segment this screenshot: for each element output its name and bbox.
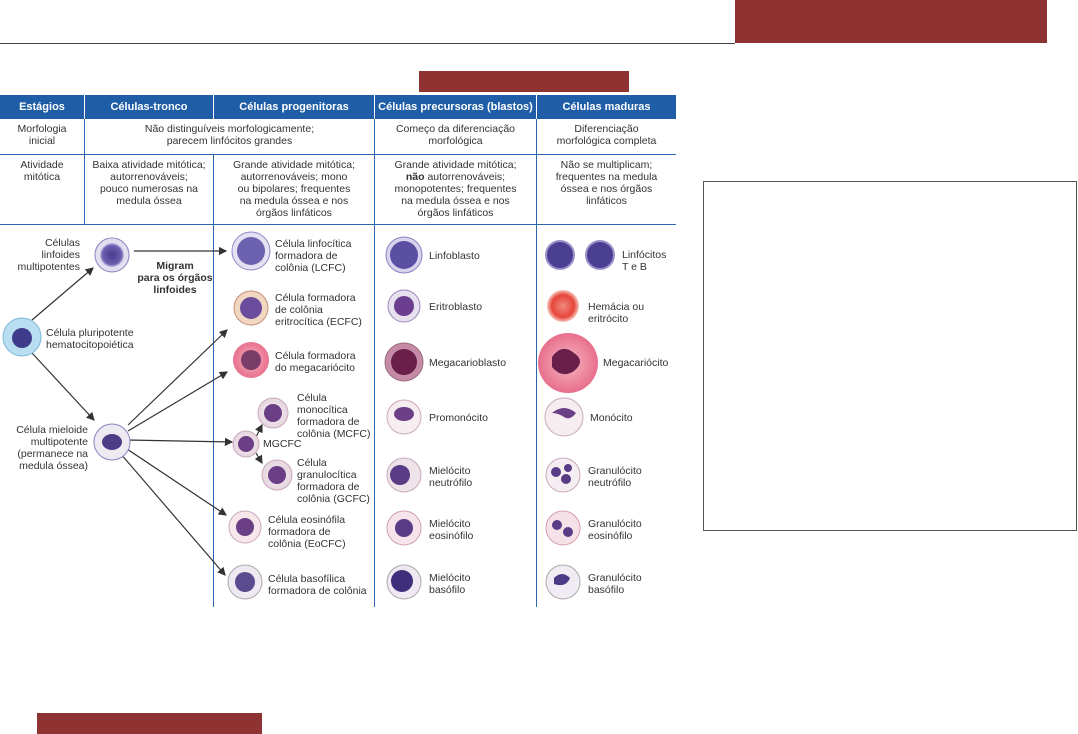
eosinophil-granulocyte-icon (546, 511, 580, 545)
label-megakaryoblast: Megacarioblasto (429, 357, 529, 369)
label-lymphoblast: Linfoblasto (429, 250, 529, 262)
basophil-granulocyte-icon (546, 565, 580, 599)
label-neutrophil-granulocyte: Granulócito neutrófilo (588, 465, 674, 489)
label-promonocyte: Promonócito (429, 412, 529, 424)
header-rule (0, 43, 735, 44)
label-megakaryocyte: Megacariócito (603, 357, 676, 369)
label-pluripotent: Célula pluripotente hematocitopoiética (46, 327, 156, 351)
promonocyte-icon (387, 400, 421, 434)
monocyte-icon (545, 398, 583, 436)
ecfc-cell-icon (234, 291, 268, 325)
label-migrate: Migram para os órgãos linfoides (130, 260, 220, 296)
label-erythroblast: Eritroblasto (429, 301, 529, 313)
lcfc-cell-icon (232, 232, 270, 270)
footer-accent-bar (37, 713, 262, 734)
label-mgcfc: MGCFC (263, 438, 313, 450)
label-basophil-granulocyte: Granulócito basófilo (588, 572, 674, 596)
label-basophil-progenitor: Célula basofílica formadora de colônia (268, 573, 376, 597)
myeloid-stem-cell-icon (94, 424, 130, 460)
label-ecfc: Célula formadora de colônia eritrocítica… (275, 292, 373, 328)
neutrophil-granulocyte-icon (546, 458, 580, 492)
erythroblast-icon (388, 290, 420, 322)
label-lymphocytes: Linfócitos T e B (622, 249, 676, 273)
label-mcfc: Célula monocítica formadora de colônia (… (297, 392, 375, 440)
label-monocyte: Monócito (590, 412, 670, 424)
arrows (32, 251, 262, 575)
basophil-myelocyte-icon (387, 565, 421, 599)
label-erythrocyte: Hemácia ou eritrócito (588, 301, 674, 325)
megakaryocyte-progenitor-icon (233, 342, 269, 378)
lymphocyte-t-icon (546, 241, 574, 269)
megakaryocyte-icon (538, 333, 598, 393)
neutrophil-myelocyte-icon (387, 458, 421, 492)
label-lcfc: Célula linfocítica formadora de colônia … (275, 238, 373, 274)
empty-text-box (703, 181, 1077, 531)
eocfc-cell-icon (229, 511, 261, 543)
label-gcfc: Célula granulocítica formadora de colôni… (297, 457, 375, 505)
eosinophil-myelocyte-icon (387, 511, 421, 545)
label-lymphoid-multipotent: Células linfoides multipotentes (6, 237, 80, 273)
caption-accent-bar (419, 71, 629, 92)
label-neutrophil-myelocyte: Mielócito neutrófilo (429, 465, 529, 489)
mcfc-cell-icon (258, 398, 288, 428)
label-eocfc: Célula eosinófila formadora de colônia (… (268, 514, 373, 550)
label-myeloid-multipotent: Célula mieloide multipotente (permanece … (0, 424, 88, 472)
lymphocyte-b-icon (586, 241, 614, 269)
pluripotent-stem-cell-icon (3, 318, 41, 356)
erythrocyte-icon (547, 290, 579, 322)
label-megakaryocyte-progenitor: Célula formadora do megacariócito (275, 350, 373, 374)
label-basophil-myelocyte: Mielócito basófilo (429, 572, 529, 596)
label-eosinophil-myelocyte: Mielócito eosinófilo (429, 518, 529, 542)
megakaryoblast-icon (385, 343, 423, 381)
header-accent-bar (735, 0, 1047, 43)
label-eosinophil-granulocyte: Granulócito eosinófilo (588, 518, 674, 542)
basophil-progenitor-icon (228, 565, 262, 599)
lymphoid-stem-cell-icon (95, 238, 129, 272)
lymphoblast-icon (386, 237, 422, 273)
mgcfc-cell-icon (233, 431, 259, 457)
hematopoiesis-figure: Estágios Células-tronco Células progenit… (0, 95, 676, 607)
gcfc-cell-icon (262, 460, 292, 490)
